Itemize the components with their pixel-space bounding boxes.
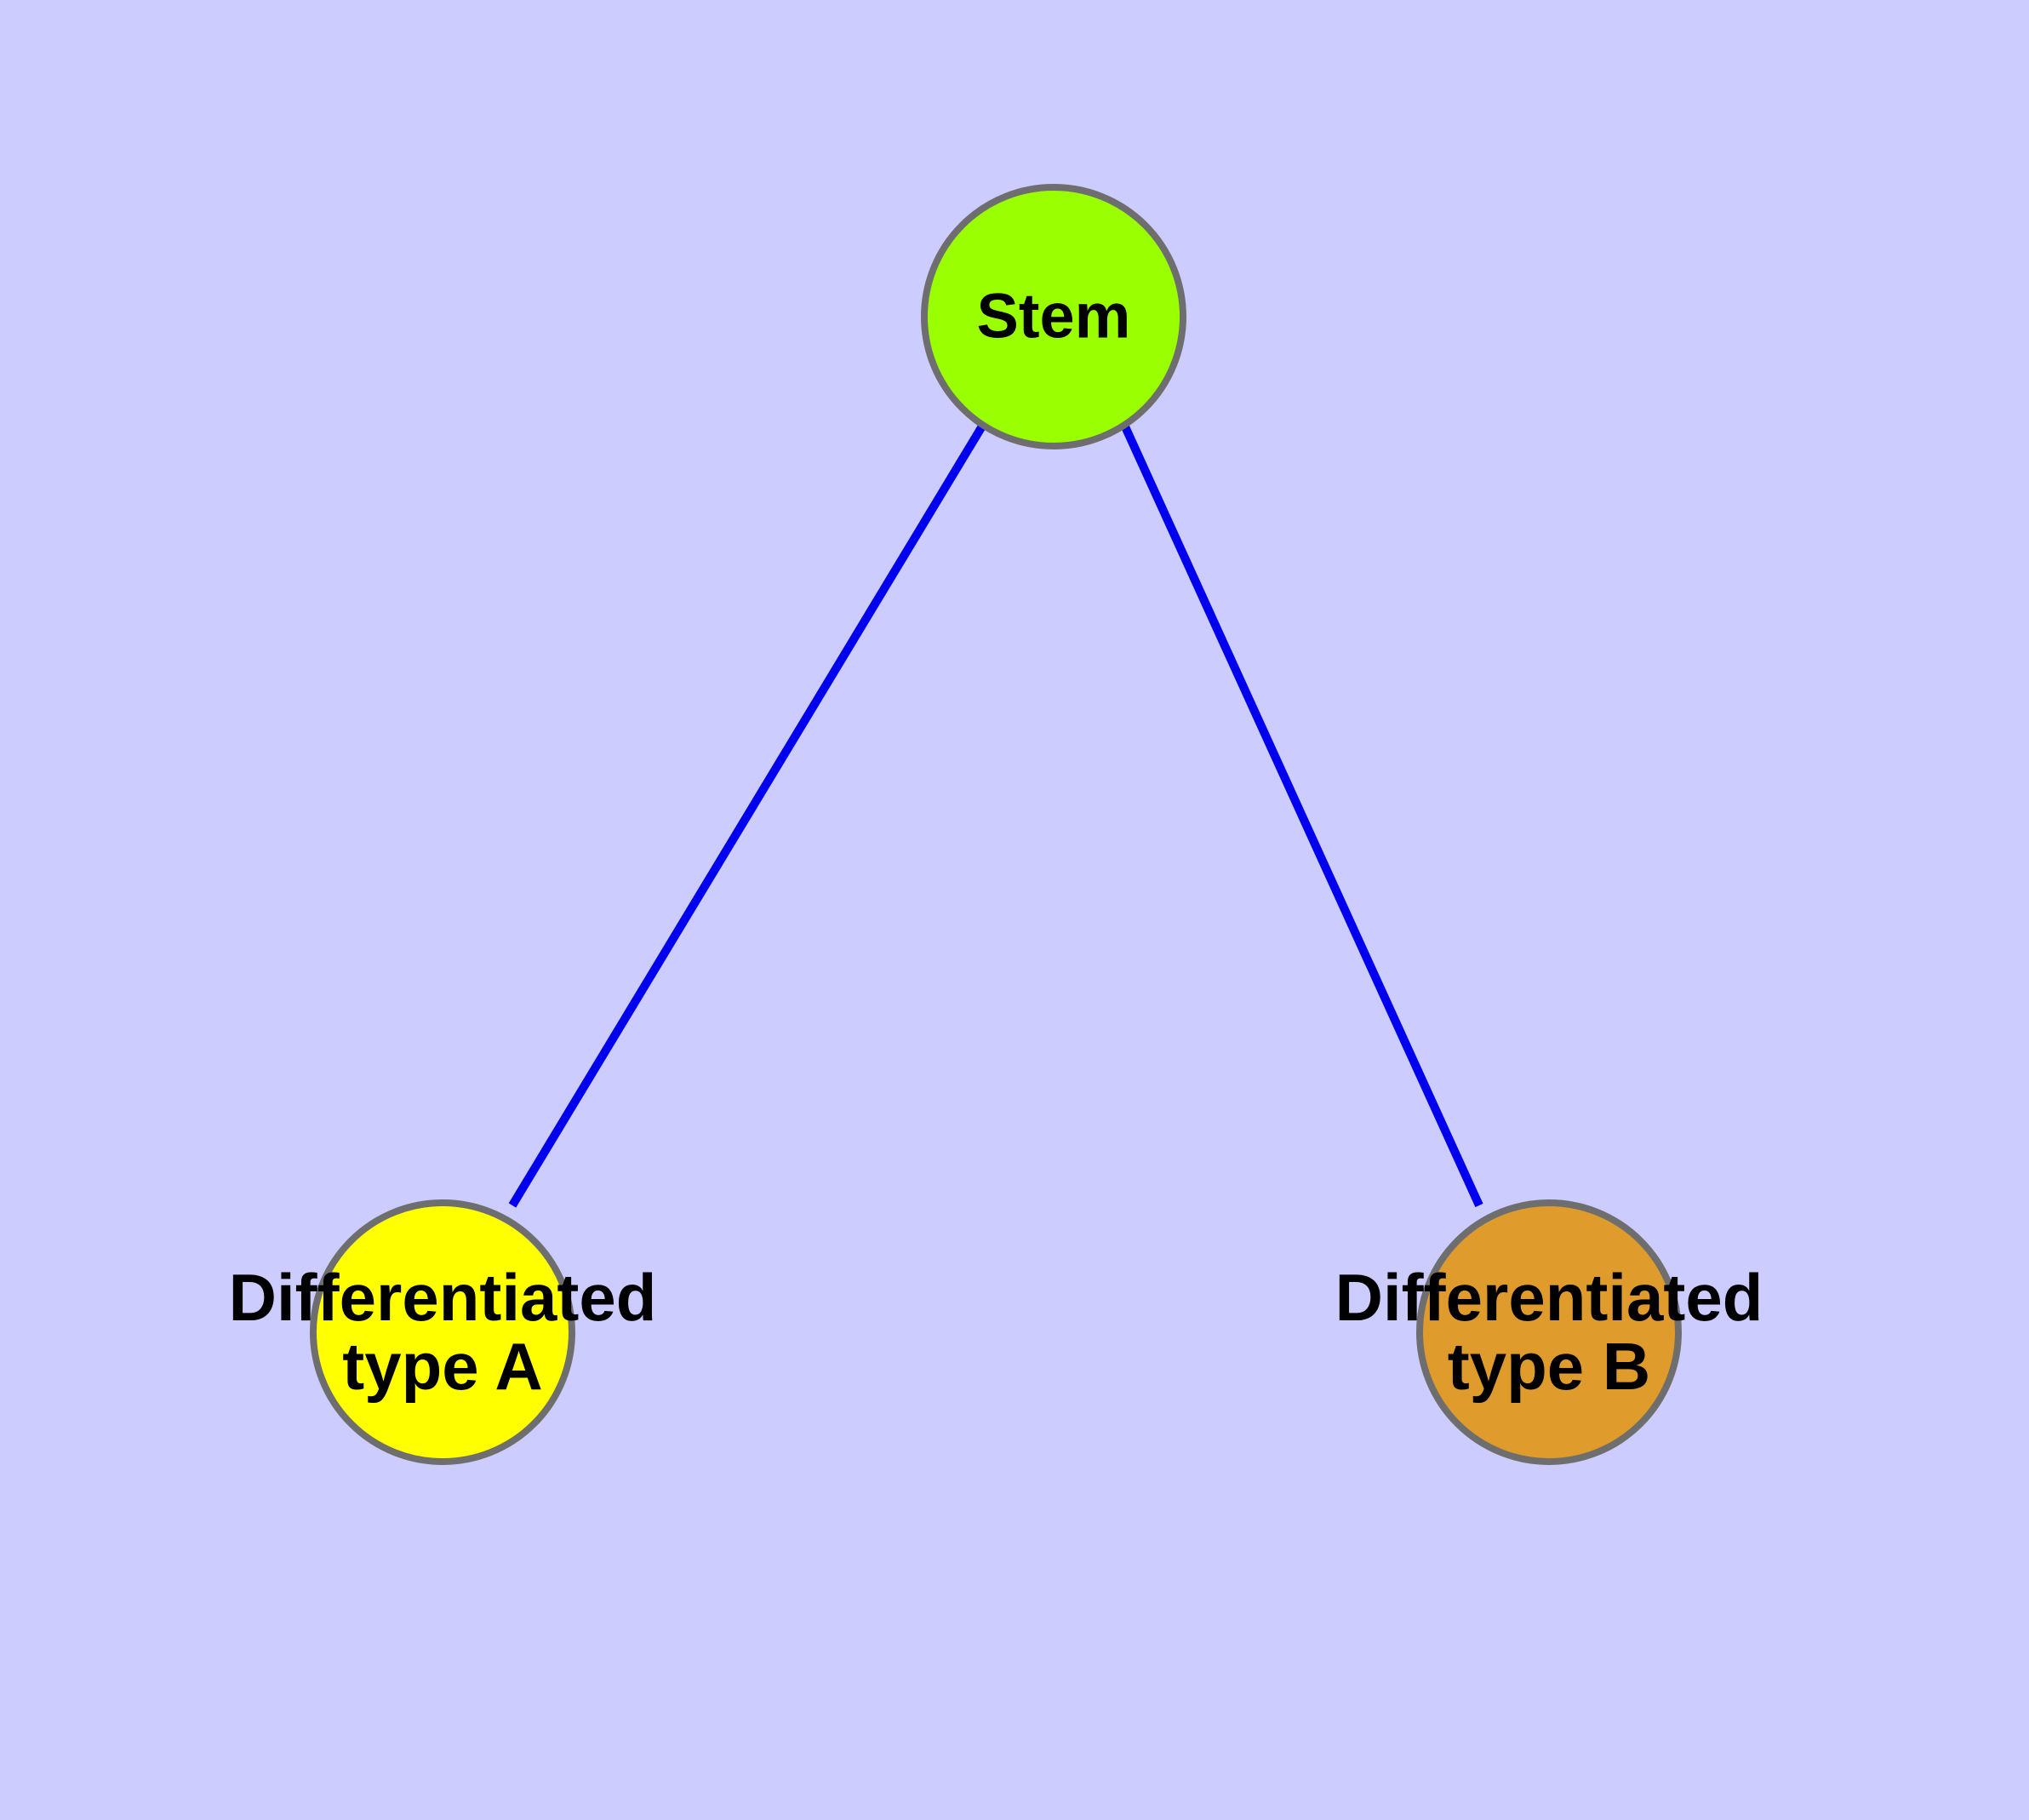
node-layer: [310, 184, 1682, 1465]
edge-layer: [508, 422, 1483, 1208]
node-differentiated-type-b[interactable]: [1416, 1199, 1682, 1465]
node-stem[interactable]: [921, 184, 1186, 449]
edge-stem-to-diff-b: [1120, 422, 1483, 1208]
edge-stem-to-diff-a: [508, 422, 987, 1208]
node-differentiated-type-a[interactable]: [310, 1199, 575, 1465]
